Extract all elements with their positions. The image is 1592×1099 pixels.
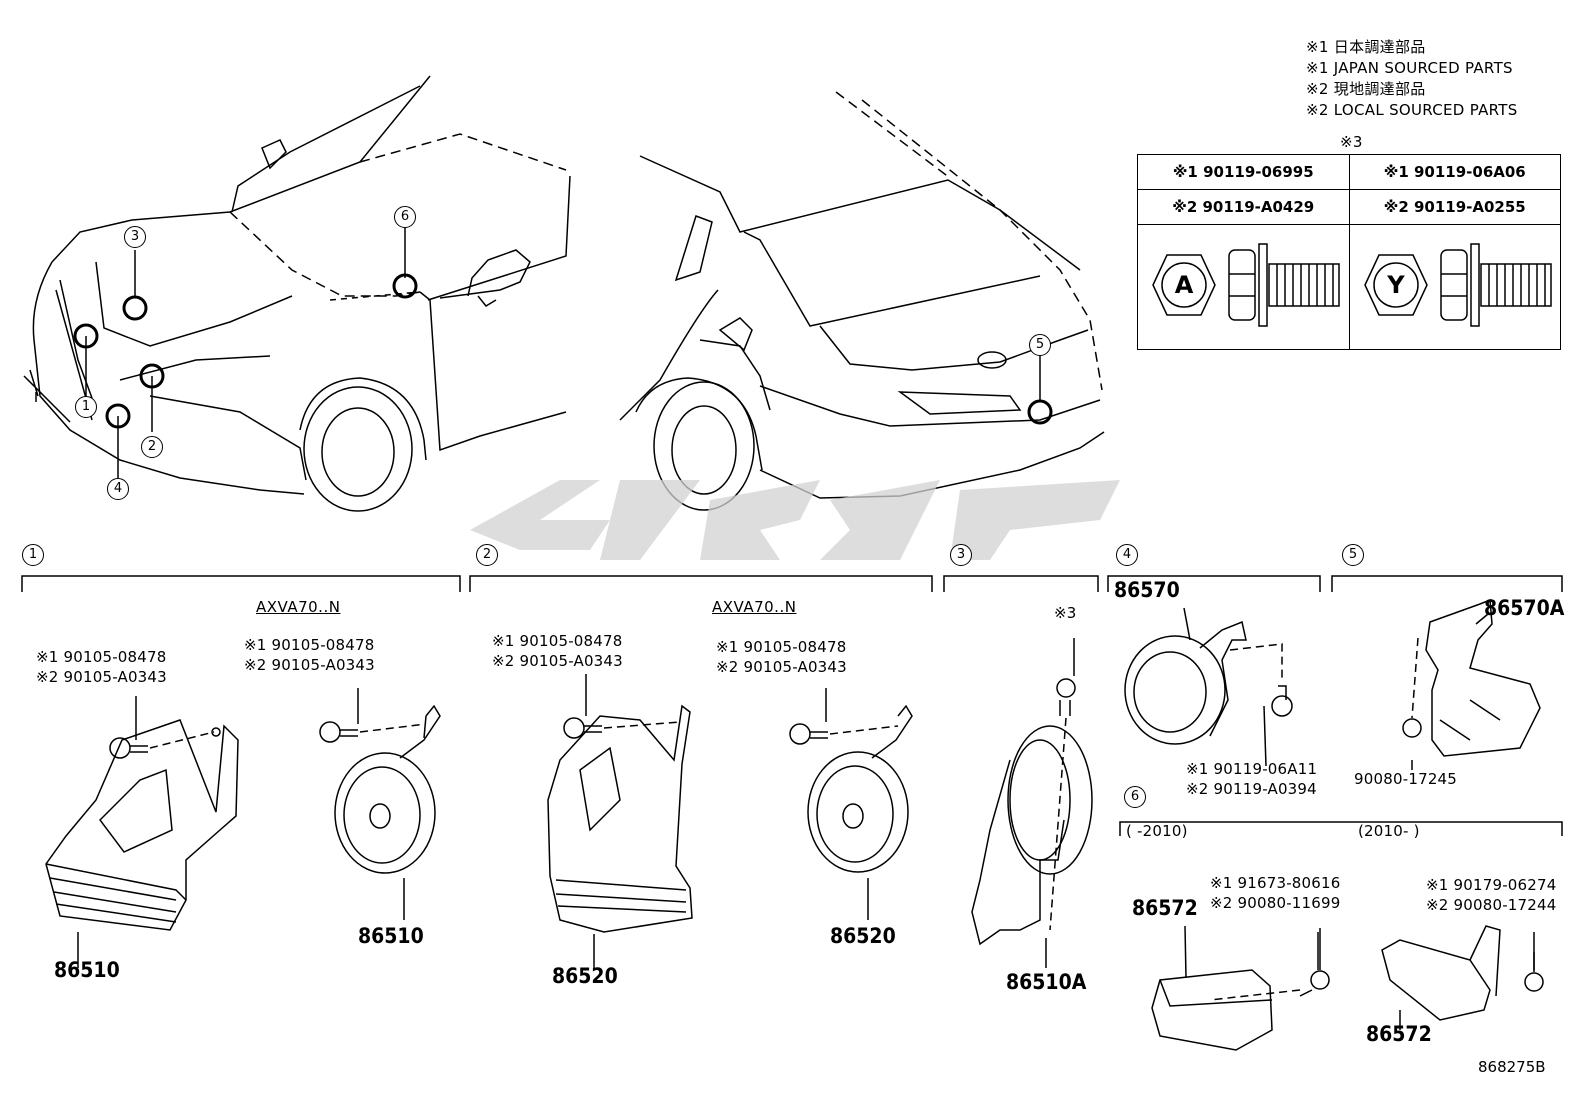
part-86572-label: 86572 (1366, 1022, 1432, 1046)
horn-86510A-drawing (971, 678, 1093, 946)
horn-86510-disc-drawing (319, 704, 441, 874)
car-callout-3: 3 (124, 226, 146, 248)
figure-id: 868275B (1478, 1058, 1546, 1076)
horn-86520-disc-drawing (789, 704, 913, 873)
bolt-spec-table: ※1 90119-06995 ※1 90119-06A06 ※2 90119-A… (1137, 154, 1561, 350)
bolt-a-picture: A (1137, 224, 1350, 350)
table-cell: ※1 90119-06A06 (1348, 154, 1561, 190)
bolt-y-icon: Y (1363, 243, 1552, 327)
section-2-model: AXVA70..N (712, 598, 797, 616)
part-86510A-label: 86510A (1006, 970, 1087, 994)
legend-line: ※2 現地調達部品 (1306, 80, 1426, 98)
legend-line: ※1 日本調達部品 (1306, 38, 1426, 56)
sourcing-legend: ※1 日本調達部品 ※1 JAPAN SOURCED PARTS ※2 現地調達… (1306, 37, 1518, 121)
section-1-number: 1 (22, 544, 44, 566)
car-callout-6: 6 (394, 206, 416, 228)
part-86520-label: 86520 (552, 964, 618, 988)
part-86520-label: 86520 (830, 924, 896, 948)
part-number-label: 90080-17245 (1354, 770, 1458, 788)
section-3-number: 3 (950, 544, 972, 566)
part-number-label: ※2 90080-11699 (1210, 894, 1341, 912)
part-number-label: ※2 90105-A0343 (244, 656, 375, 674)
bolt-y-picture: Y (1348, 224, 1561, 350)
range-label: (2010- ) (1358, 822, 1420, 840)
section-6-number: 6 (1124, 786, 1146, 808)
part-number-label: ※1 90105-08478 (716, 638, 847, 656)
section-1-model: AXVA70..N (256, 598, 341, 616)
sensor-86570-drawing (1124, 620, 1293, 745)
table-title: ※3 (1340, 133, 1363, 151)
section-2-number: 2 (476, 544, 498, 566)
range-label: ( -2010) (1126, 822, 1188, 840)
module-86572-a-drawing (1151, 932, 1330, 1051)
bolt-ref-label: ※3 (1054, 604, 1077, 622)
part-86572-label: 86572 (1132, 896, 1198, 920)
legend-line: ※2 LOCAL SOURCED PARTS (1306, 101, 1518, 119)
table-cell: ※1 90119-06995 (1137, 154, 1350, 190)
section-5-number: 5 (1342, 544, 1364, 566)
legend-line: ※1 JAPAN SOURCED PARTS (1306, 59, 1513, 77)
part-number-label: ※1 90119-06A11 (1186, 760, 1318, 778)
car-callout-1: 1 (75, 396, 97, 418)
part-number-label: ※2 90105-A0343 (716, 658, 847, 676)
bolt-a-icon: A (1152, 243, 1340, 327)
part-number-label: ※2 90105-A0343 (492, 652, 623, 670)
part-number-label: ※2 90080-17244 (1426, 896, 1557, 914)
part-86570A-label: 86570A (1484, 596, 1565, 620)
part-number-label: ※1 90105-08478 (36, 648, 167, 666)
part-86510-label: 86510 (358, 924, 424, 948)
section-4-number: 4 (1116, 544, 1138, 566)
front-car-drawing (23, 75, 571, 512)
table-cell: ※2 90119-A0255 (1348, 189, 1561, 225)
module-86572-b-drawing (1381, 925, 1544, 1021)
car-callout-5: 5 (1029, 334, 1051, 356)
part-number-label: ※2 90119-A0394 (1186, 780, 1317, 798)
horn-86520-snail-drawing (547, 704, 693, 933)
part-number-label: ※2 90105-A0343 (36, 668, 167, 686)
horn-86510-snail-drawing (45, 719, 239, 931)
part-number-label: ※1 90105-08478 (244, 636, 375, 654)
bolt-y-mark: Y (1386, 271, 1405, 299)
table-cell: ※2 90119-A0429 (1137, 189, 1350, 225)
part-number-label: ※1 91673-80616 (1210, 874, 1341, 892)
watermark-logo (470, 480, 1120, 560)
part-86570-label: 86570 (1114, 578, 1180, 602)
car-callout-4: 4 (107, 478, 129, 500)
part-number-label: ※1 90179-06274 (1426, 876, 1557, 894)
car-callout-2: 2 (141, 436, 163, 458)
part-number-label: ※1 90105-08478 (492, 632, 623, 650)
sensor-86570A-drawing (1402, 598, 1541, 757)
bolt-a-mark: A (1175, 271, 1194, 299)
rear-car-drawing (619, 91, 1105, 511)
part-86510-label: 86510 (54, 958, 120, 982)
